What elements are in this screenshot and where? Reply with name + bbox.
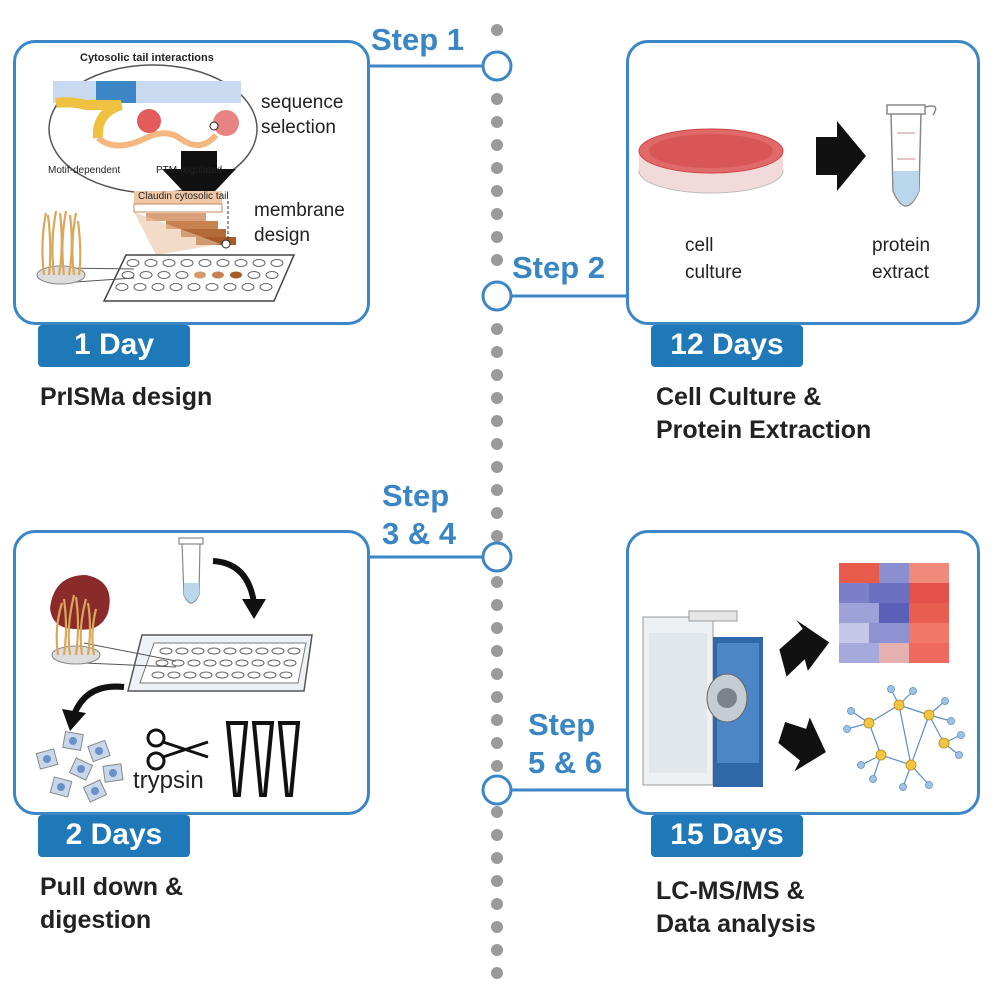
timeline-dot xyxy=(491,162,503,174)
step1-node xyxy=(481,50,513,82)
timeline-dot xyxy=(491,898,503,910)
timeline-dot xyxy=(491,829,503,841)
panel-cell-culture: cell culture protein extract xyxy=(626,40,980,325)
timeline-dot xyxy=(491,645,503,657)
pull-down-illustration xyxy=(35,537,313,803)
timeline-dot xyxy=(491,622,503,634)
timeline-dot xyxy=(491,737,503,749)
protein-extract-line1: protein xyxy=(872,235,931,256)
timeline-dot xyxy=(491,208,503,220)
caption-step34-line1: Pull down & xyxy=(40,873,184,901)
to-heatmap-arrow-icon xyxy=(779,620,830,677)
duration-badge-step34: 2 Days xyxy=(38,815,190,857)
step56-node xyxy=(481,774,513,806)
inset-title: Cytosolic tail interactions xyxy=(80,52,214,64)
timeline-dot xyxy=(491,691,503,703)
sequence-selection-arrow-icon xyxy=(162,151,236,208)
step34-node xyxy=(481,541,513,573)
timeline-dot xyxy=(491,461,503,473)
caption-step56-line1: LC-MS/MS & xyxy=(656,877,805,905)
timeline-dot xyxy=(491,484,503,496)
membrane-label-line2: design xyxy=(254,225,310,246)
duration-badge-step2: 12 Days xyxy=(651,325,803,367)
timeline-dot xyxy=(491,231,503,243)
duration-badge-step56: 15 Days xyxy=(651,815,803,857)
timeline-dot xyxy=(491,323,503,335)
timeline-dot xyxy=(491,714,503,726)
bound-protein-red xyxy=(137,109,161,133)
cell-culture-line2: culture xyxy=(685,262,743,283)
timeline-dot xyxy=(491,392,503,404)
timeline-dot xyxy=(491,507,503,519)
cut-arrow-icon xyxy=(62,709,86,731)
timeline-dot xyxy=(491,346,503,358)
network-icon xyxy=(846,688,962,788)
timeline-dot xyxy=(491,185,503,197)
to-network-arrow-icon xyxy=(778,717,826,772)
pipette-tips-icon xyxy=(225,721,301,797)
sequence-label-line2: selection xyxy=(261,117,336,138)
timeline-dot xyxy=(491,760,503,772)
timeline-dot xyxy=(491,438,503,450)
timeline-dot xyxy=(491,254,503,266)
caption-step2-line2: Protein Extraction xyxy=(656,416,872,444)
timeline-dot xyxy=(491,24,503,36)
membrane-label-line1: membrane xyxy=(254,200,345,221)
step56-label-line1: Step xyxy=(528,707,596,742)
panel-prisma-design: Cytosolic tail interactions Motif-depend… xyxy=(13,40,370,325)
bound-protein-icon xyxy=(50,575,110,630)
step2-label: Step 2 xyxy=(512,250,606,285)
timeline-dot xyxy=(491,139,503,151)
step2-node xyxy=(481,280,513,312)
panel-lcms xyxy=(626,530,980,815)
timeline-dot xyxy=(491,967,503,979)
claudin-label: Claudin cytosolic tail xyxy=(138,191,229,202)
timeline-dot xyxy=(491,944,503,956)
step1-label: Step 1 xyxy=(371,22,465,57)
trypsin-label: trypsin xyxy=(133,767,204,794)
protein-extract-line2: extract xyxy=(872,262,930,283)
panel-pull-down: trypsin xyxy=(13,530,370,815)
duration-badge-step1: 1 Day xyxy=(38,325,190,367)
cell-culture-illustration xyxy=(638,104,937,207)
step34-label-line1: Step xyxy=(382,478,450,513)
timeline-dot xyxy=(491,576,503,588)
scissors-icon xyxy=(146,728,209,771)
caption-step56-line2: Data analysis xyxy=(656,910,816,938)
lcms-illustration xyxy=(642,563,965,791)
cell-culture-line1: cell xyxy=(685,235,714,256)
heatmap-icon xyxy=(839,563,949,663)
timeline-dot xyxy=(491,806,503,818)
timeline-dot xyxy=(491,921,503,933)
sequence-label-line1: sequence xyxy=(261,92,344,113)
motif-label: Motif-dependent xyxy=(48,165,121,176)
caption-step1: PrISMa design xyxy=(40,383,213,411)
step34-label-line2: 3 & 4 xyxy=(382,516,457,551)
timeline-dot xyxy=(491,93,503,105)
caption-step34-line2: digestion xyxy=(40,906,152,934)
timeline-dot xyxy=(491,530,503,542)
prisma-illustration xyxy=(36,64,296,302)
timeline-dot xyxy=(491,599,503,611)
timeline-dot xyxy=(491,668,503,680)
step56-label-line2: 5 & 6 xyxy=(528,745,603,780)
timeline-dot xyxy=(491,415,503,427)
culture-arrow-icon xyxy=(816,121,866,191)
timeline-dot xyxy=(491,875,503,887)
caption-step2-line1: Cell Culture & xyxy=(656,383,822,411)
add-arrow-icon xyxy=(242,599,266,619)
ptm-label: PTM-regulated xyxy=(156,165,223,176)
timeline-dot xyxy=(491,852,503,864)
timeline-dot xyxy=(491,116,503,128)
timeline-dot xyxy=(491,369,503,381)
